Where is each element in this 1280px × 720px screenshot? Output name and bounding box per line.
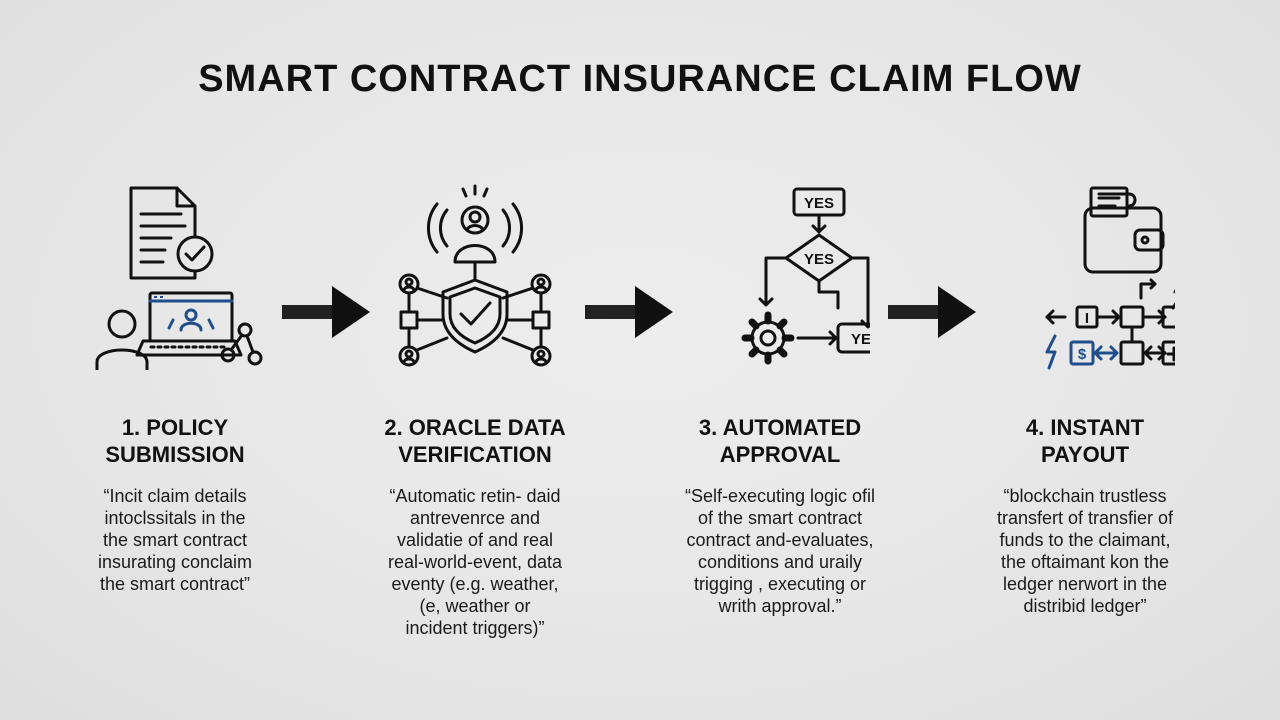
block-symbol: I bbox=[1085, 310, 1089, 327]
document-check-user-laptop-icon bbox=[95, 186, 263, 370]
step-title: 2. ORACLE DATA VERIFICATION bbox=[384, 415, 566, 467]
flow-label: YES bbox=[804, 251, 834, 268]
step-policy-submission: 1. POLICY SUBMISSION “Incit claim detail… bbox=[45, 180, 305, 595]
step-automated-approval: YES YES bbox=[650, 180, 910, 617]
flow-label: YES bbox=[804, 195, 834, 212]
right-arrow-icon bbox=[888, 286, 976, 338]
right-arrow-icon bbox=[282, 286, 370, 338]
step-instant-payout: I $ 4. INSTANT PAYOUT “blockchain trustl… bbox=[955, 180, 1215, 617]
oracle-shield-network-icon bbox=[398, 184, 552, 367]
flow-label: YES bbox=[851, 331, 870, 348]
block-symbol: $ bbox=[1078, 346, 1087, 363]
step-title: 1. POLICY SUBMISSION bbox=[105, 415, 245, 467]
step-description: “Self-executing logic ofil of the smart … bbox=[684, 486, 876, 616]
step-title: 4. INSTANT PAYOUT bbox=[1025, 415, 1145, 467]
step-description: “Automatic retin- daid antrevenrce and v… bbox=[387, 486, 563, 638]
step-description: “Incit claim details intoclssitals in th… bbox=[97, 486, 253, 594]
decision-flowchart-gear-icon: YES YES bbox=[741, 187, 870, 365]
step-oracle-data-verification: 2. ORACLE DATA VERIFICATION “Automatic r… bbox=[345, 180, 605, 639]
page-title: SMART CONTRACT INSURANCE CLAIM FLOW bbox=[198, 58, 1082, 100]
step-title: 3. AUTOMATED APPROVAL bbox=[698, 415, 862, 467]
wallet-blockchain-payout-icon: I $ bbox=[1045, 186, 1175, 370]
right-arrow-icon bbox=[585, 286, 673, 338]
step-description: “blockchain trustless transfert of trans… bbox=[996, 486, 1174, 616]
